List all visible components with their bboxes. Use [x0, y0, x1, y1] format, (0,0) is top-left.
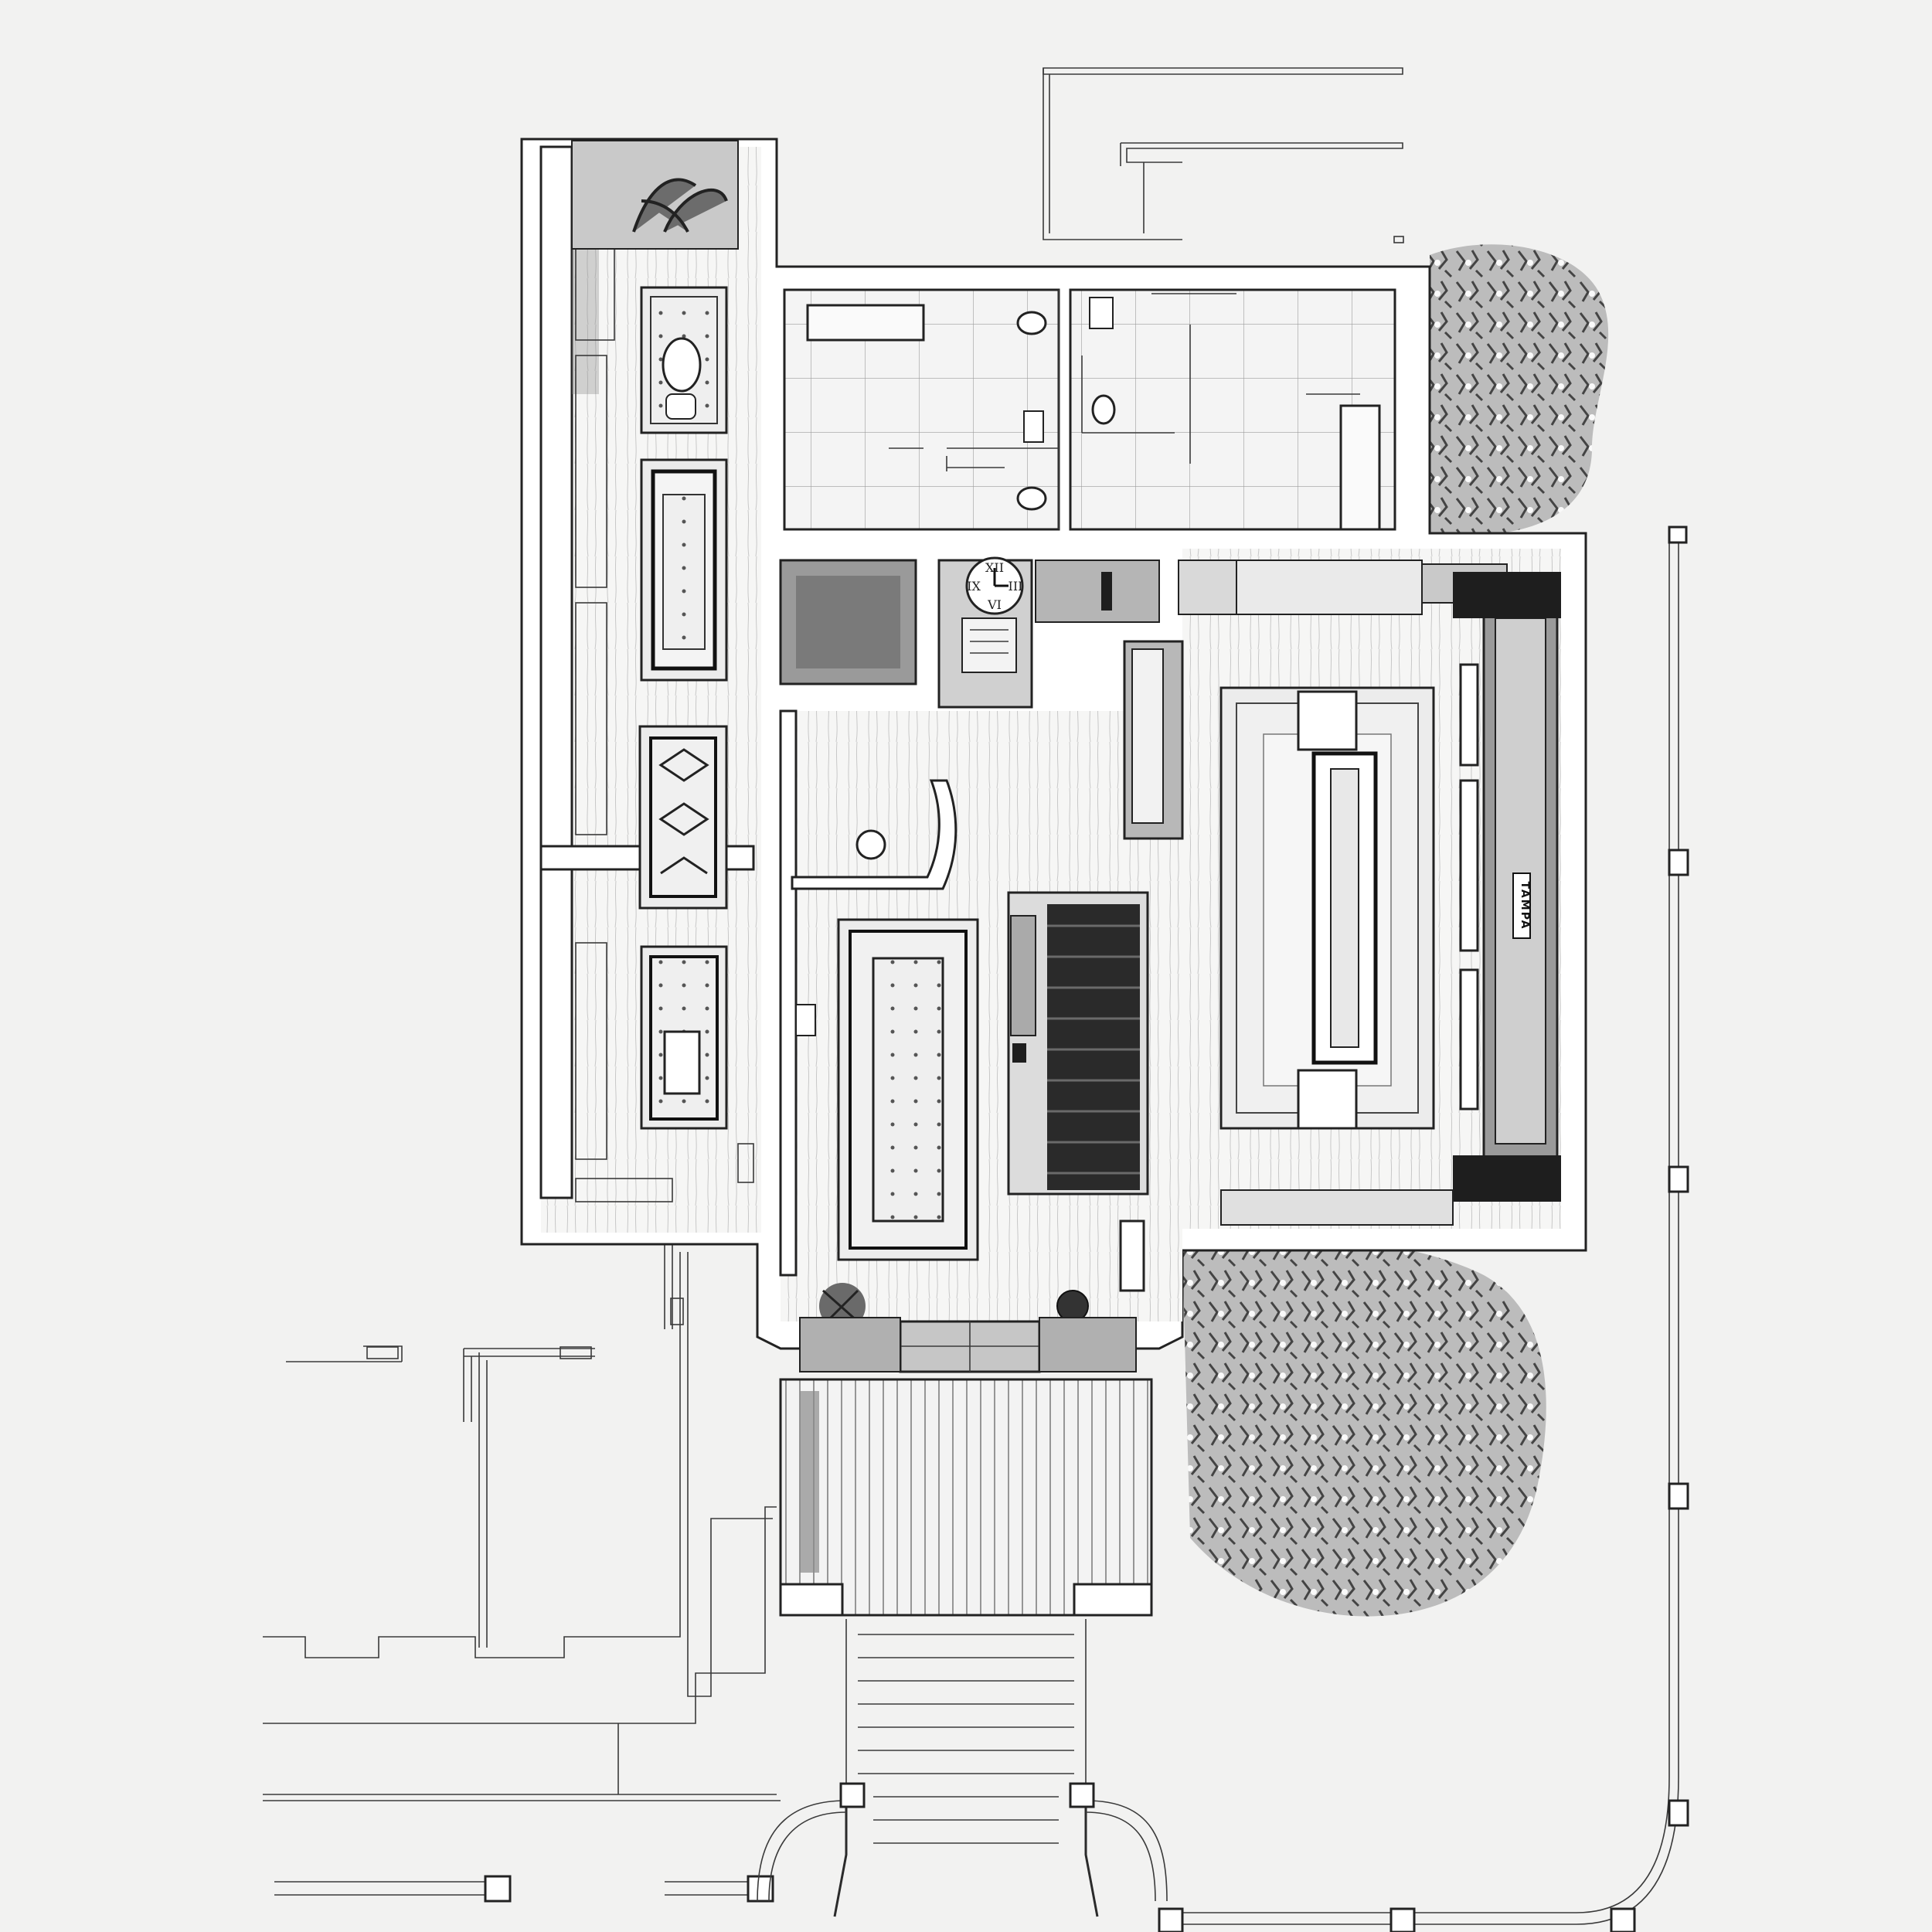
front-porch: [779, 1378, 1153, 1617]
potted-plant-icon: [571, 140, 739, 250]
tree-canopy-icon: [1430, 244, 1609, 533]
chair-icon: [665, 393, 696, 420]
sofa-icon: [1459, 779, 1479, 952]
site-lines-top: [1043, 67, 1404, 243]
staircase: [1007, 891, 1149, 1292]
property-fence-right: [1158, 526, 1689, 1932]
sofa-icon: [1459, 968, 1479, 1111]
elevator-shaft: [779, 559, 917, 685]
rug-entry: [837, 918, 979, 1261]
sink-icon: [1023, 410, 1044, 443]
sign-label: TAMPA: [1519, 881, 1531, 930]
site-lines-left: [263, 1243, 781, 1903]
side-table-icon: [1297, 1069, 1358, 1130]
entry-hall: [779, 709, 1089, 1329]
front-steps: [757, 1619, 1168, 1917]
rug-patterned: [638, 725, 728, 910]
clock-icon: XII III VI IX: [965, 556, 1024, 615]
fireplace-sign: [1512, 872, 1531, 939]
clock-numeral-9: IX: [967, 579, 981, 594]
front-doors: [799, 1317, 1137, 1373]
clock-numeral-12: XII: [985, 560, 1004, 575]
sofa-icon: [1459, 663, 1479, 767]
tree-canopy-icon: [1182, 1239, 1546, 1617]
side-table-icon: [1297, 690, 1358, 751]
bathtub-icon: [1339, 404, 1381, 531]
toilet-icon: [1016, 486, 1047, 511]
sunroom-corridor: [539, 140, 755, 1202]
sink-icon: [1089, 297, 1114, 329]
rug-long: [640, 458, 728, 682]
toilet-icon: [1091, 394, 1116, 425]
living-room: TAMPA: [1123, 560, 1561, 1226]
bathroom-left: [783, 288, 1060, 531]
clock-numeral-3: III: [1009, 579, 1023, 594]
toilet-icon: [1016, 311, 1047, 335]
rug-bottom: [640, 945, 728, 1130]
bathroom-right: [1069, 288, 1396, 531]
rug-sitting-area: [640, 286, 728, 434]
clock-alcove: XII III VI IX: [937, 556, 1160, 709]
bathtub-icon: [806, 304, 925, 342]
coffee-table-icon: [662, 337, 702, 393]
desk-icon: [663, 1030, 701, 1095]
clock-numeral-6: VI: [987, 597, 1002, 612]
